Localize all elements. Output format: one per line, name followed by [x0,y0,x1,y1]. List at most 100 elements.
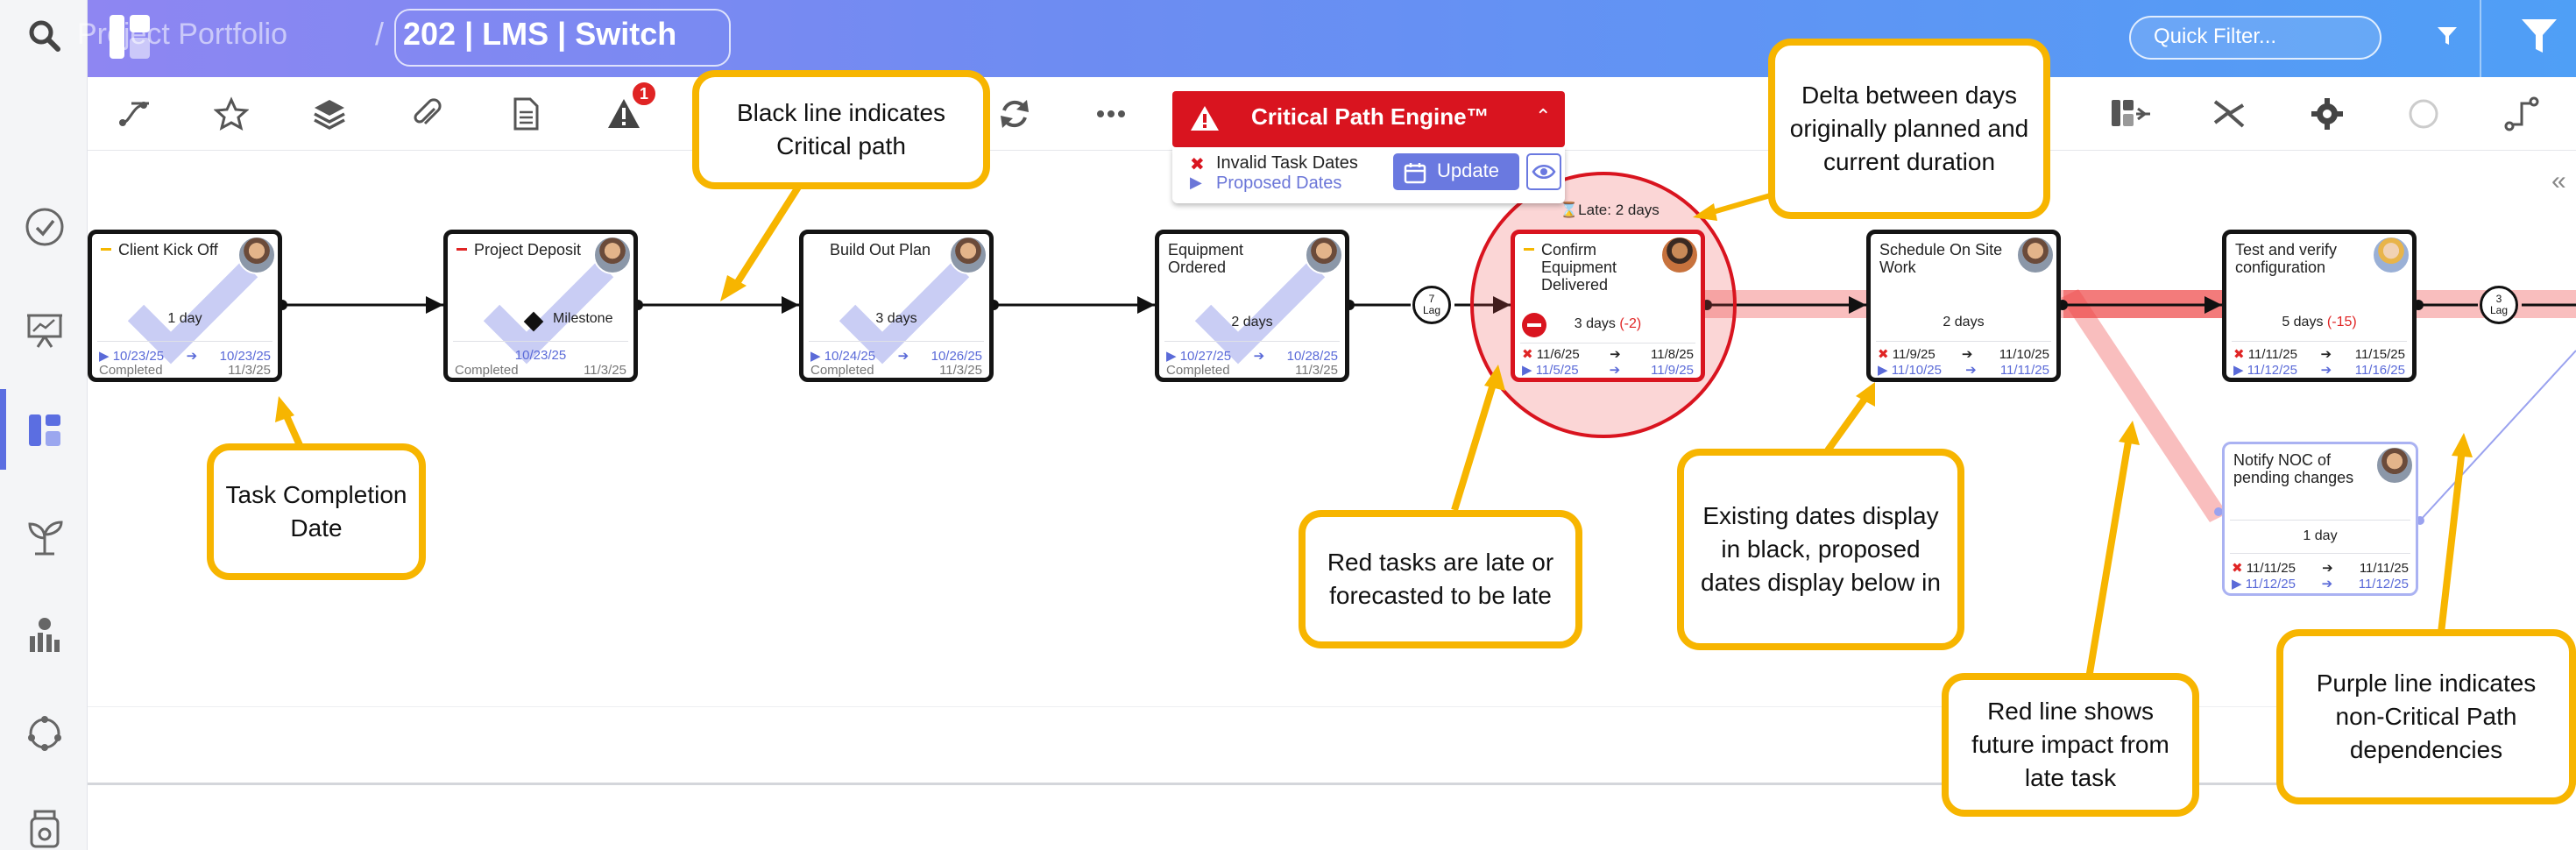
avatar[interactable] [2375,446,2414,485]
star-icon[interactable] [209,91,254,137]
alert-icon[interactable] [601,91,647,137]
proposed-end-date: 11/12/25 [2358,576,2409,591]
planned-dates-row: ▶ 10/24/25➔10/26/25 [810,348,982,365]
callout-delta: Delta between days originally planned an… [1768,39,2050,219]
avatar[interactable] [2016,236,2055,274]
project-name[interactable]: 202 | LMS | Switch [403,16,677,52]
avatar[interactable] [1660,236,1699,274]
invalid-dates-legend: Invalid Task Dates [1216,153,1358,173]
avatar[interactable] [1305,236,1343,274]
callout-existing-dates: Existing dates display in black, propose… [1677,449,1964,650]
preview-toggle[interactable] [1526,153,1561,190]
task-card[interactable]: Equipment Ordered 2 days ▶ 10/27/25➔10/2… [1155,230,1349,382]
lag-indicator[interactable]: 3 Lag [2480,286,2518,324]
gear-icon[interactable] [2304,91,2350,137]
lag-value: 3 [2495,293,2502,305]
layers-icon[interactable] [307,91,352,137]
quick-filter-input[interactable] [2129,16,2381,60]
task-duration: 2 days [1943,315,1985,329]
lag-indicator[interactable]: 7 Lag [1412,286,1451,324]
invalid-x-icon: ✖ [2232,561,2243,576]
search-icon[interactable] [23,14,67,58]
presentation-icon[interactable] [23,308,67,352]
start-date: 11/6/25 [1536,347,1580,362]
proposed-start-date: 11/12/25 [2245,577,2296,591]
avatar[interactable] [949,236,987,274]
task-duration: 1 day [2303,528,2338,543]
task-card[interactable]: Schedule On Site Work 2 days ✖ 11/9/25➔1… [1866,230,2061,382]
avatar[interactable] [237,236,276,274]
collapse-arrows-icon[interactable] [2206,91,2252,137]
project-selector[interactable] [394,9,731,67]
existing-dates-row: ✖ 11/6/25➔11/8/25 [1522,346,1694,363]
alert-count-badge: 1 [631,81,657,107]
end-date: 11/15/25 [2354,346,2405,362]
team-chart-icon[interactable] [23,613,67,657]
expand-panel-icon[interactable]: « [2551,166,2566,195]
existing-dates-row: ✖ 11/9/25➔11/10/25 [1878,346,2049,363]
invalid-x-icon: ✖ [1522,347,1533,362]
lag-unit: Lag [2489,304,2509,316]
document-icon[interactable] [503,91,548,137]
hourglass-icon: ⌛ [1560,202,1579,218]
filter-small-icon[interactable] [2436,25,2459,52]
start-date: 11/11/25 [2247,347,2297,362]
callout-red-line: Red line shows future impact from late t… [1942,673,2199,817]
completed-check-icon [127,260,258,365]
breadcrumb-separator: / [375,16,385,52]
sprout-icon[interactable] [23,515,67,559]
circle-network-icon[interactable] [23,712,67,755]
layout-arrows-icon[interactable] [2108,91,2154,137]
card-divider [97,341,272,342]
priority-flag [456,248,467,251]
card-divider [453,341,628,342]
filter-icon[interactable] [2520,16,2558,62]
end-date: 11/8/25 [1651,346,1694,362]
task-card-late[interactable]: Confirm Equipment Delivered 3 days (-2) … [1511,230,1705,382]
late-stop-icon [1522,313,1546,337]
app-title[interactable]: Project Portfolio [77,18,287,51]
end-date: 11/11/25 [2359,560,2409,576]
task-duration: 1 day [167,311,202,326]
priority-flag [101,248,111,251]
avatar[interactable] [593,236,632,274]
critical-path-engine-header[interactable] [1172,91,1565,147]
task-title: Equipment Ordered [1168,241,1244,276]
existing-dates-row: ✖ 11/11/25➔11/11/25 [2232,560,2409,577]
refresh-icon[interactable] [992,91,1037,137]
path-icon[interactable] [2499,91,2544,137]
duration-delta: (-15) [2326,315,2357,329]
task-title: Schedule On Site Work [1879,241,2003,276]
task-card[interactable]: Build Out Plan 3 days ▶ 10/24/25➔10/26/2… [799,230,994,382]
card-divider [2230,520,2410,521]
late-impact-diagonal [2061,289,2227,522]
more-icon[interactable] [1088,91,1134,137]
completed-check-icon [483,260,614,365]
chevron-up-icon[interactable]: ⌃ [1535,105,1552,127]
task-card[interactable]: Client Kick Off 1 day ▶ 10/23/25➔10/23/2… [88,230,282,382]
task-card[interactable]: Test and verify configuration 5 days (-1… [2222,230,2417,382]
link-tasks-icon[interactable] [112,91,158,137]
circle-icon[interactable] [2401,91,2446,137]
task-status: Completed [99,363,163,378]
proposed-dates-row: ▶ 11/10/25➔11/11/25 [1878,362,2049,379]
paperclip-icon[interactable] [405,91,450,137]
proposed-dates-row: ▶ 11/12/25➔11/12/25 [2232,576,2409,592]
task-duration: 5 days [2282,315,2324,329]
task-card-non-critical[interactable]: Notify NOC of pending changes 1 day ✖ 11… [2222,442,2418,596]
start-date: 10/27/25 [1179,349,1232,364]
lag-value: 7 [1428,293,1435,305]
check-circle-icon[interactable] [23,205,67,249]
late-badge-text: Late: 2 days [1578,202,1660,218]
start-date: 11/11/25 [2246,561,2296,576]
proposed-arrow-icon: ▶ [1190,174,1202,191]
jar-icon[interactable] [23,806,67,850]
avatar[interactable] [2372,236,2410,274]
portfolio-icon[interactable] [23,408,67,452]
task-card-milestone[interactable]: Project Deposit Milestone 10/23/25 Compl… [443,230,638,382]
task-title: Project Deposit [474,241,582,259]
completed-date: 11/3/25 [1295,363,1338,378]
card-divider [1520,343,1695,344]
